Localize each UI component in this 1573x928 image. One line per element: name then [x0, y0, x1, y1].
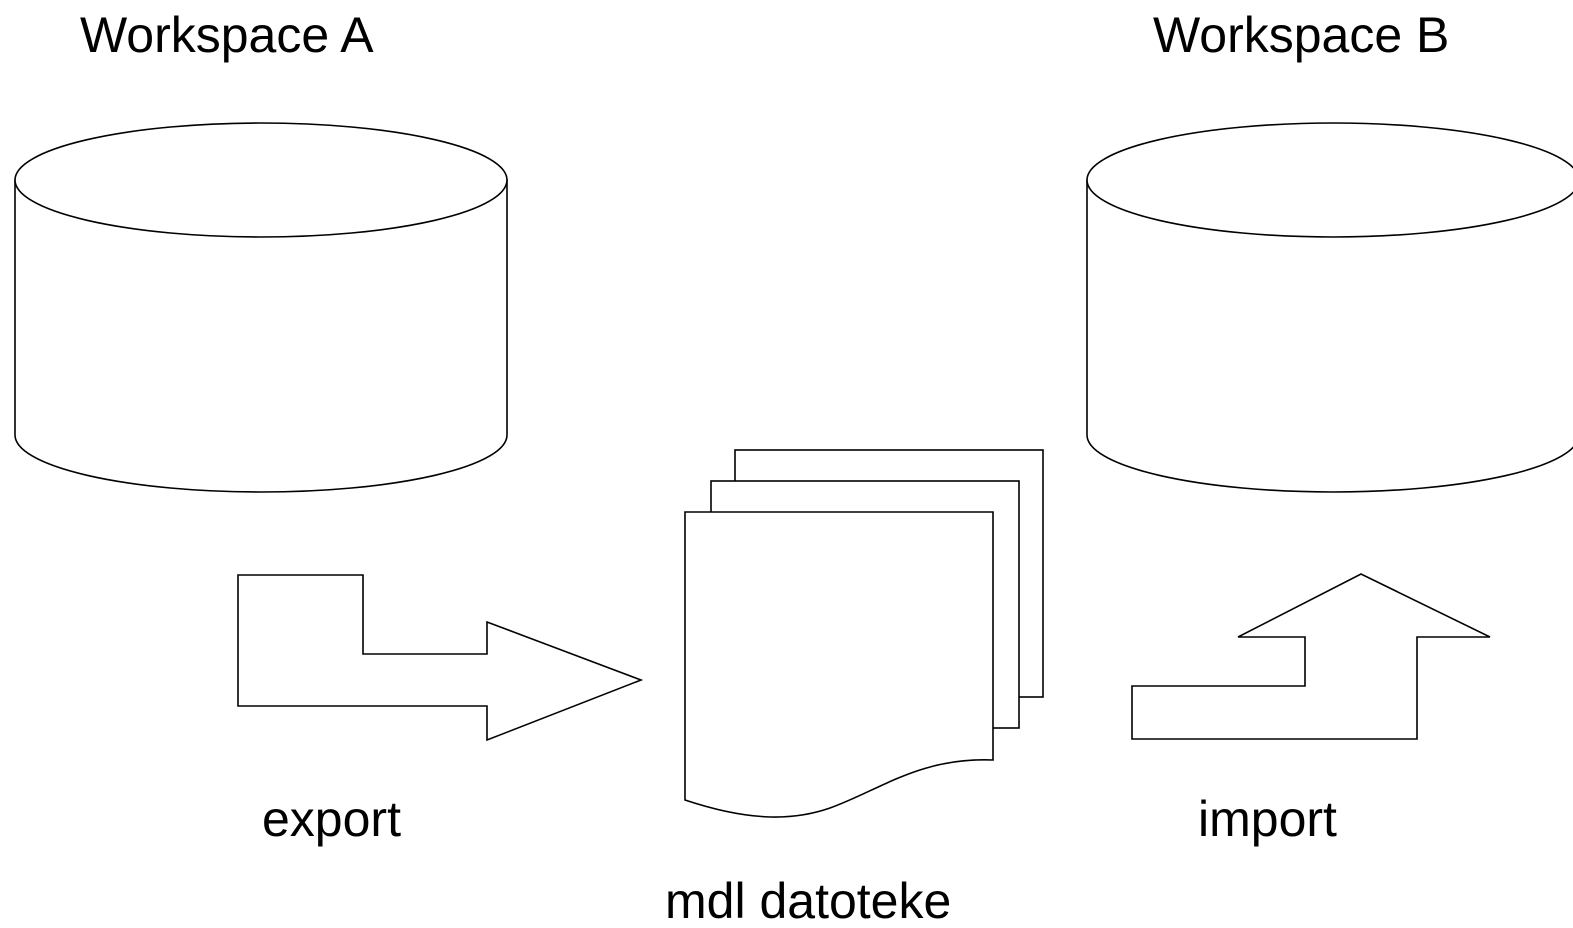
workspace-b-database-icon: [1086, 122, 1573, 493]
workspace-a-label: Workspace A: [80, 7, 374, 63]
mdl-files-icon: [684, 449, 1044, 818]
mdl-files-label: mdl datoteke: [665, 873, 951, 928]
workspace-b-label: Workspace B: [1153, 7, 1449, 63]
workspace-a-database-icon: [14, 122, 508, 493]
import-label: import: [1198, 791, 1337, 847]
export-arrow-icon: [237, 574, 644, 742]
export-label: export: [262, 791, 401, 847]
import-arrow-icon: [1131, 573, 1491, 740]
